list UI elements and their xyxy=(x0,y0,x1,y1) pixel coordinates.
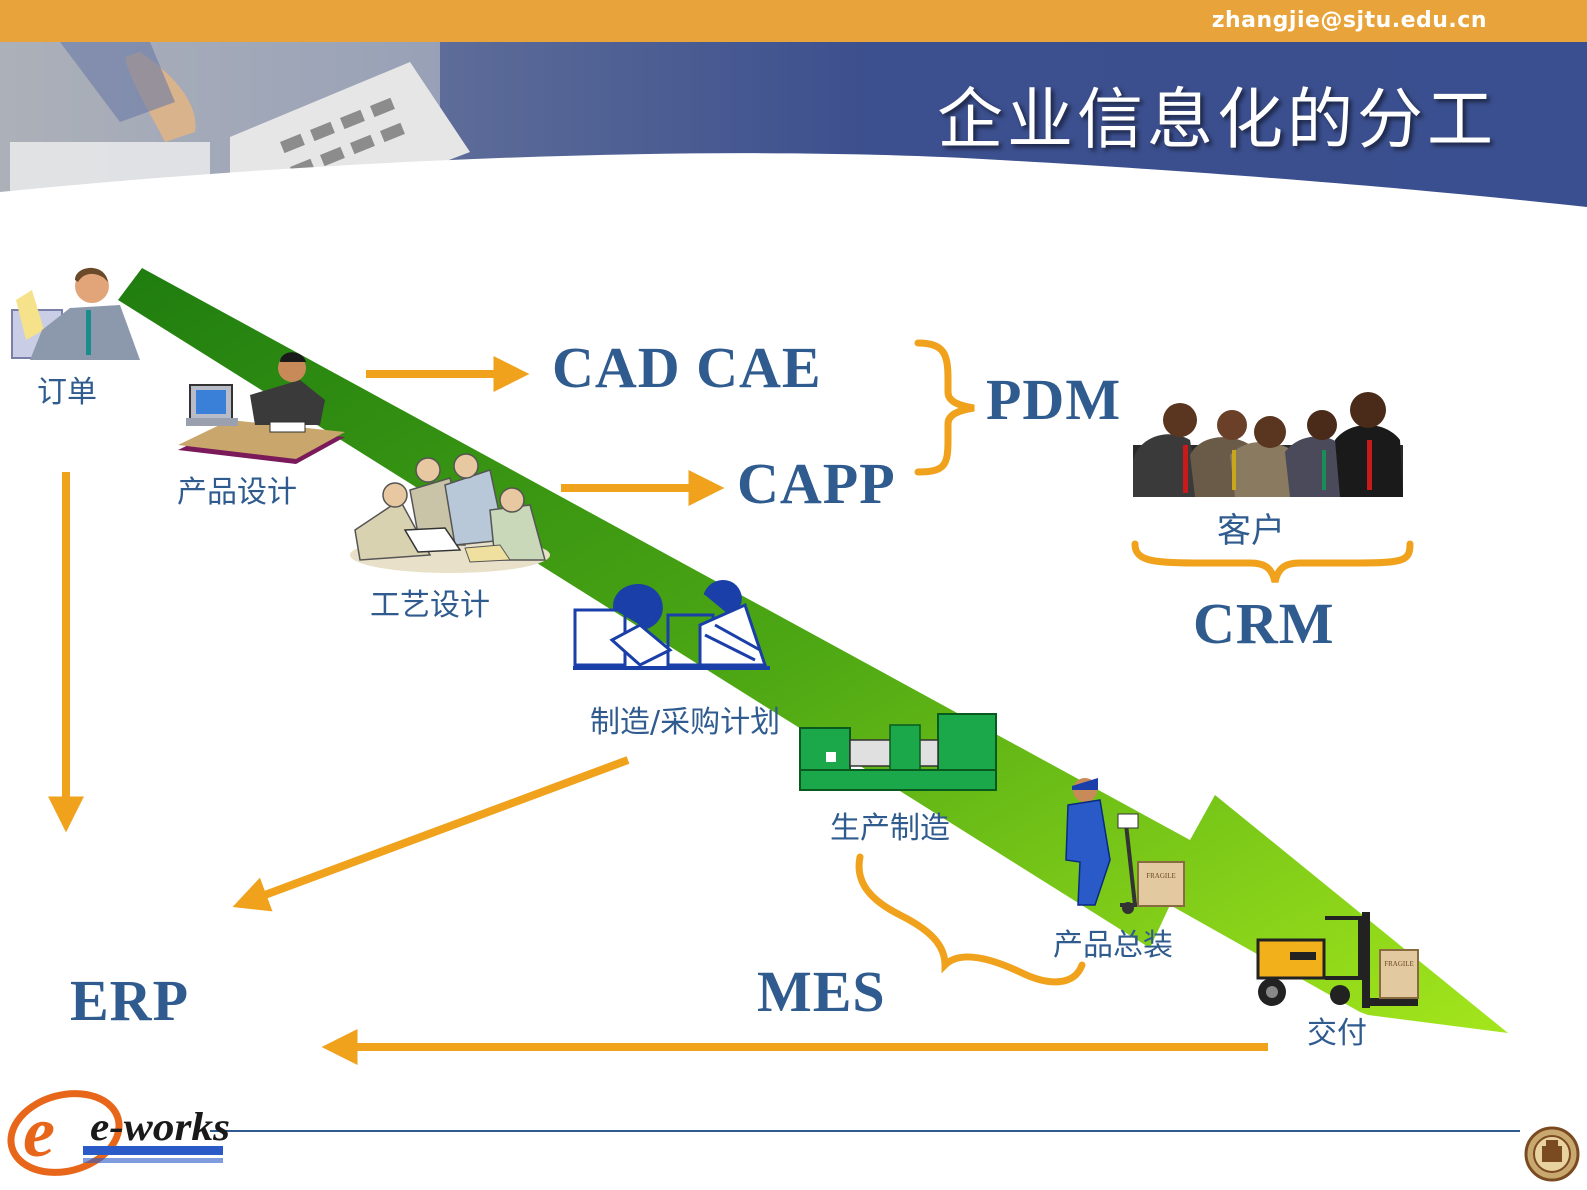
page-title: 企业信息化的分工 xyxy=(937,81,1497,158)
product-design-icon xyxy=(178,352,345,464)
system-cad-cae-label: CAD CAE xyxy=(552,335,822,400)
svg-text:e: e xyxy=(23,1092,55,1172)
stage-process-design-label: 工艺设计 xyxy=(370,588,490,623)
stage-delivery-label: 交付 xyxy=(1307,1016,1367,1051)
assembly-box-label: FRAGILE xyxy=(1146,872,1176,880)
system-mes-label: MES xyxy=(757,959,886,1024)
title-banner xyxy=(0,42,1587,217)
process-design-team-icon xyxy=(350,453,550,573)
university-seal-icon xyxy=(1524,1126,1580,1182)
stage-production-label: 生产制造 xyxy=(830,811,950,846)
customers-group-icon xyxy=(1133,392,1403,497)
production-machine-icon xyxy=(799,713,997,791)
system-crm-label: CRM xyxy=(1193,591,1335,656)
arrow-to-erp-from-planning xyxy=(232,756,630,912)
stage-assembly-label: 产品总装 xyxy=(1053,928,1173,963)
order-person-icon xyxy=(11,267,140,360)
planning-meeting-icon xyxy=(573,580,770,670)
system-erp-label: ERP xyxy=(70,968,189,1033)
system-capp-label: CAPP xyxy=(737,451,896,516)
pdm-brace xyxy=(914,339,975,476)
crm-brace xyxy=(1131,540,1414,583)
stage-product-design-label: 产品设计 xyxy=(177,475,297,510)
eworks-logo-icon: e e-works xyxy=(7,1090,230,1176)
header-bar: zhangjie@sjtu.edu.cn xyxy=(0,0,1587,42)
stage-order-label: 订单 xyxy=(37,375,97,410)
system-pdm-label: PDM xyxy=(986,367,1122,432)
stage-customer-label: 客户 xyxy=(1217,511,1285,551)
delivery-box-label: FRAGILE xyxy=(1384,960,1414,968)
assembly-worker-icon xyxy=(1065,778,1185,914)
mes-brace xyxy=(855,853,1086,986)
footer-divider xyxy=(210,1130,1520,1132)
forklift-delivery-icon xyxy=(1256,912,1419,1008)
author-email: zhangjie@sjtu.edu.cn xyxy=(1211,8,1487,33)
logo-text: e-works xyxy=(90,1104,230,1149)
stage-planning-label: 制造/采购计划 xyxy=(590,705,781,740)
